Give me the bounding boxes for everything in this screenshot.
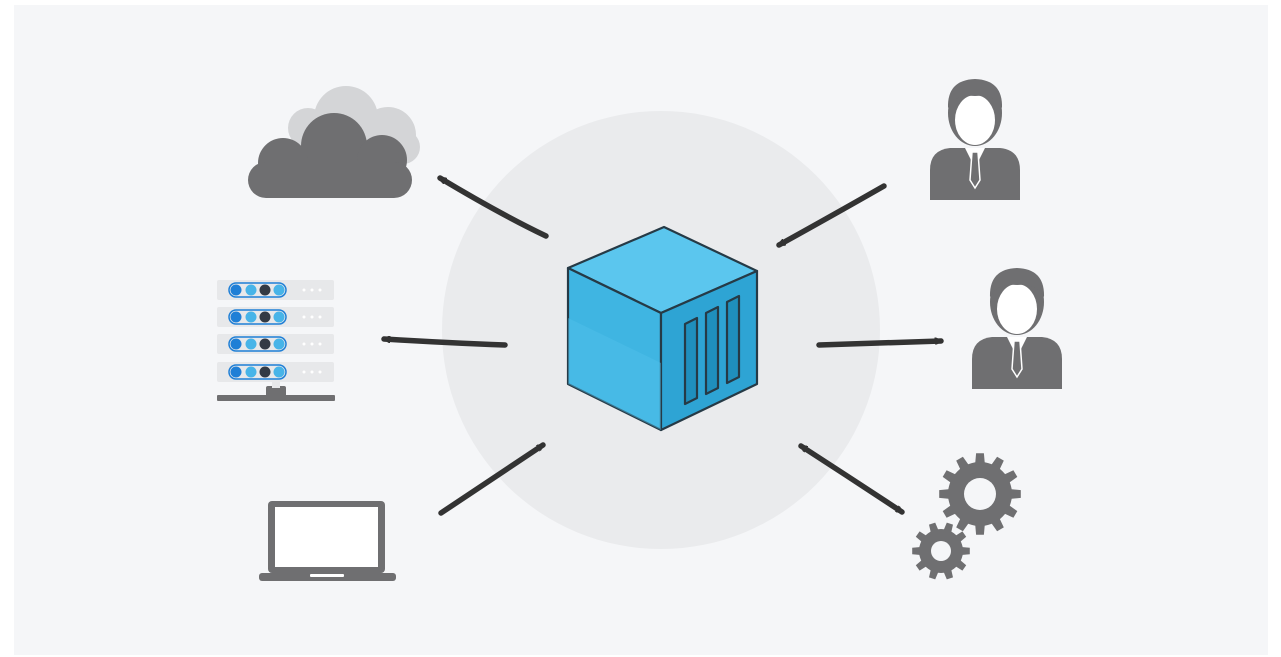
rack-unit — [217, 362, 334, 382]
cloud-icon — [248, 86, 420, 198]
laptop-icon — [259, 501, 396, 581]
user-icon — [930, 79, 1020, 200]
gear-hole — [964, 478, 996, 510]
gear-hole — [931, 541, 951, 561]
arrow-gears-bidirectional — [798, 443, 905, 515]
rack-base — [217, 382, 335, 401]
server-rack-icon — [217, 280, 335, 401]
arrow-to-user-middle — [816, 341, 944, 348]
arrow-from-user-top — [776, 183, 887, 248]
user-icon — [972, 268, 1062, 389]
arrow-to-cloud — [437, 175, 549, 239]
rack-unit — [217, 280, 334, 300]
rack-unit — [217, 334, 334, 354]
rack-unit — [217, 307, 334, 327]
arrows — [381, 175, 944, 516]
arrow-to-servers — [381, 339, 508, 348]
arrow-from-laptop — [438, 442, 546, 516]
gears-icon — [912, 453, 1021, 580]
container-icon — [566, 225, 759, 432]
